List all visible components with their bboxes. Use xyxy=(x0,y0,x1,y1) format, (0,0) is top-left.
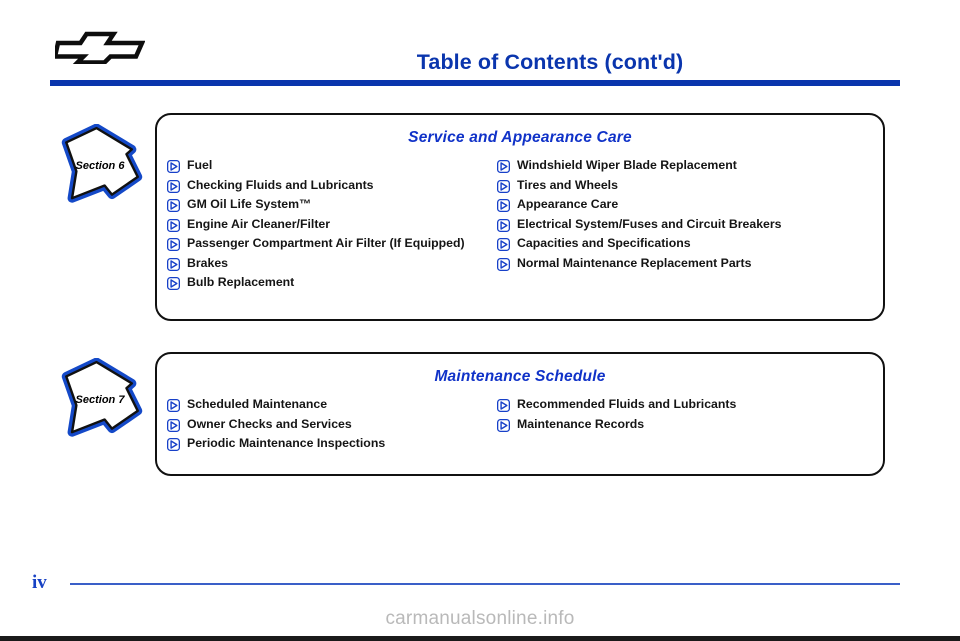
toc-column-right-7: Recommended Fluids and Lubricants Mainte… xyxy=(497,398,867,457)
triangle-play-bullet-icon xyxy=(497,238,510,251)
chevrolet-bowtie-icon xyxy=(52,28,146,65)
triangle-play-bullet-icon xyxy=(497,257,510,271)
toc-item-label: Windshield Wiper Blade Replacement xyxy=(517,158,737,172)
toc-item[interactable]: Normal Maintenance Replacement Parts xyxy=(497,255,867,271)
toc-column-left-6: Fuel Checking Fluids and Lubricants GM O… xyxy=(167,159,497,296)
section-heading-6: Service and Appearance Care xyxy=(408,129,632,146)
header-divider xyxy=(50,80,900,86)
toc-item[interactable]: Bulb Replacement xyxy=(167,276,497,290)
section-columns-7: Scheduled Maintenance Owner Checks and S… xyxy=(157,398,883,457)
triangle-play-bullet-icon xyxy=(497,218,510,232)
triangle-play-bullet-icon xyxy=(497,160,510,173)
toc-item-label: Maintenance Records xyxy=(517,416,645,431)
toc-item-label: Owner Checks and Services xyxy=(187,416,352,431)
triangle-play-bullet-icon xyxy=(497,418,510,432)
toc-item-label: Periodic Maintenance Inspections xyxy=(187,436,386,450)
watermark-text: carmanualsonline.info xyxy=(385,608,575,629)
triangle-play-bullet-icon xyxy=(167,438,180,451)
toc-item-label: Fuel xyxy=(187,158,213,172)
section-badge-6: Section 6 xyxy=(50,123,150,210)
toc-item-label: GM Oil Life System™ xyxy=(187,197,312,211)
toc-column-right-6: Windshield Wiper Blade Replacement Tires… xyxy=(497,159,867,296)
toc-item[interactable]: Windshield Wiper Blade Replacement xyxy=(497,159,867,173)
triangle-play-bullet-icon xyxy=(167,399,180,412)
footer-divider xyxy=(70,583,900,585)
toc-item-label: Bulb Replacement xyxy=(187,275,295,289)
triangle-play-bullet-icon xyxy=(497,199,510,212)
toc-item-label: Appearance Care xyxy=(517,197,619,211)
toc-item[interactable]: Tires and Wheels xyxy=(497,177,867,193)
toc-item[interactable]: Recommended Fluids and Lubricants xyxy=(497,398,867,412)
toc-item[interactable]: Scheduled Maintenance xyxy=(167,398,497,412)
toc-item-label: Scheduled Maintenance xyxy=(187,397,328,411)
toc-item[interactable]: Electrical System/Fuses and Circuit Brea… xyxy=(497,216,867,232)
toc-item-label: Checking Fluids and Lubricants xyxy=(187,177,374,192)
toc-item-label: Recommended Fluids and Lubricants xyxy=(517,397,737,411)
section-badge-label: Section 6 xyxy=(75,160,125,172)
toc-item[interactable]: Engine Air Cleaner/Filter xyxy=(167,216,497,232)
toc-item[interactable]: Fuel xyxy=(167,159,497,173)
section-box-6: Service and Appearance Care Fuel Checkin… xyxy=(155,113,885,321)
toc-item-label: Passenger Compartment Air Filter (If Equ… xyxy=(187,236,465,250)
toc-item[interactable]: Periodic Maintenance Inspections xyxy=(167,437,497,451)
toc-item-label: Brakes xyxy=(187,255,229,270)
toc-item[interactable]: Checking Fluids and Lubricants xyxy=(167,177,497,193)
toc-item-label: Engine Air Cleaner/Filter xyxy=(187,216,331,231)
triangle-play-bullet-icon xyxy=(167,218,180,232)
section-badge-label: Section 7 xyxy=(75,394,125,406)
triangle-play-bullet-icon xyxy=(167,418,180,432)
section-columns-6: Fuel Checking Fluids and Lubricants GM O… xyxy=(157,159,883,296)
bottom-bar xyxy=(0,636,960,641)
toc-item-label: Capacities and Specifications xyxy=(517,236,691,250)
toc-item[interactable]: GM Oil Life System™ xyxy=(167,198,497,212)
section-badge-7: Section 7 xyxy=(50,357,150,444)
triangle-play-bullet-icon xyxy=(497,179,510,193)
toc-item-label: Tires and Wheels xyxy=(517,177,618,192)
section-heading-7: Maintenance Schedule xyxy=(434,368,606,385)
toc-item-label: Normal Maintenance Replacement Parts xyxy=(517,255,752,270)
page-title: Table of Contents (cont'd) xyxy=(416,50,684,74)
toc-item[interactable]: Capacities and Specifications xyxy=(497,237,867,251)
triangle-play-bullet-icon xyxy=(167,257,180,271)
page-number: iv xyxy=(32,572,47,593)
triangle-play-bullet-icon xyxy=(167,160,180,173)
triangle-play-bullet-icon xyxy=(167,238,180,251)
triangle-play-bullet-icon xyxy=(167,199,180,212)
triangle-play-bullet-icon xyxy=(497,399,510,412)
section-box-7: Maintenance Schedule Scheduled Maintenan… xyxy=(155,352,885,476)
triangle-play-bullet-icon xyxy=(167,179,180,193)
toc-column-left-7: Scheduled Maintenance Owner Checks and S… xyxy=(167,398,497,457)
toc-item[interactable]: Maintenance Records xyxy=(497,416,867,432)
toc-item-label: Electrical System/Fuses and Circuit Brea… xyxy=(517,216,782,231)
toc-item[interactable]: Brakes xyxy=(167,255,497,271)
toc-item[interactable]: Passenger Compartment Air Filter (If Equ… xyxy=(167,237,497,251)
toc-item[interactable]: Appearance Care xyxy=(497,198,867,212)
triangle-play-bullet-icon xyxy=(167,277,180,290)
toc-item[interactable]: Owner Checks and Services xyxy=(167,416,497,432)
